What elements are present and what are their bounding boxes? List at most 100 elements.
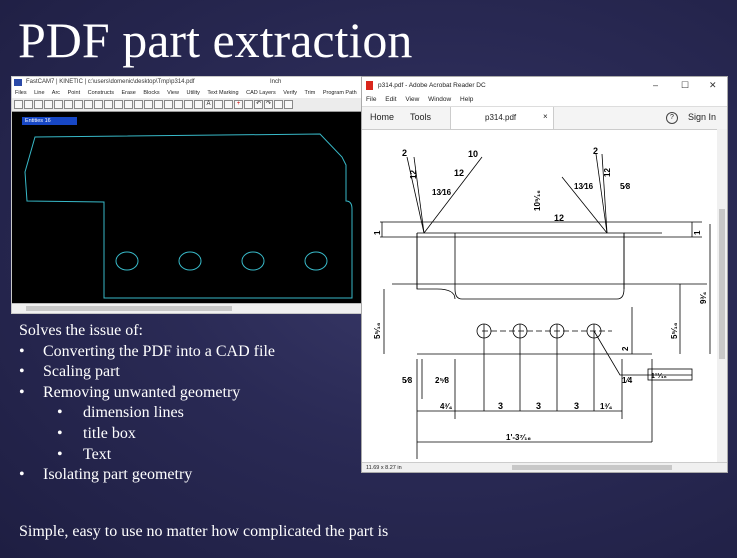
tab-document-label: p314.pdf [485, 113, 517, 122]
zoom-icon[interactable] [244, 100, 253, 109]
mirror-icon[interactable] [154, 100, 163, 109]
text-icon[interactable]: A [204, 100, 213, 109]
fastcam-menu-trim[interactable]: Trim [304, 90, 316, 96]
fastcam-menu-blocks[interactable]: Blocks [143, 90, 160, 96]
sign-in-button[interactable]: Sign In [688, 112, 717, 122]
fastcam-horizontal-scrollbar[interactable] [12, 303, 362, 313]
polyline-icon[interactable] [114, 100, 123, 109]
acrobat-menu-file[interactable]: File [366, 96, 377, 103]
pan-icon[interactable] [274, 100, 283, 109]
fastcam-window: FastCAM7 | KINETIC | c:\users\domenic\de… [11, 76, 363, 314]
save-icon[interactable] [34, 100, 43, 109]
new-file-icon[interactable] [14, 100, 23, 109]
tab-document[interactable]: p314.pdf × [450, 107, 554, 129]
add-point-icon[interactable]: + [234, 100, 243, 109]
dim-bottom-total: 1'-3⁷⁄₁₆ [506, 433, 531, 442]
select-icon[interactable] [64, 100, 73, 109]
dim-top-right-2: 2 [593, 146, 598, 156]
dim-bottom-4-3-4: 4³⁄₄ [440, 402, 452, 411]
part-hole-3 [241, 251, 265, 271]
undo-icon[interactable]: ↶ [254, 100, 263, 109]
fastcam-scroll-thumb[interactable] [26, 306, 232, 311]
acrobat-menu-window[interactable]: Window [428, 96, 452, 103]
sub-bullet-item: dimension lines [19, 403, 275, 424]
dim-top-right-5-8: 5⁄8 [620, 182, 631, 191]
sub-bullet-item: title box [19, 424, 275, 445]
tab-tools[interactable]: Tools [410, 112, 432, 122]
fastcam-menu-point[interactable]: Point [67, 90, 81, 96]
acrobat-title-text: p314.pdf - Adobe Acrobat Reader DC [378, 82, 486, 89]
open-folder-icon[interactable] [24, 100, 33, 109]
fillet-icon[interactable] [134, 100, 143, 109]
fastcam-menu-view[interactable]: View [167, 90, 179, 96]
fastcam-menu-cad-layers[interactable]: CAD Layers [246, 90, 276, 96]
arc-icon[interactable] [104, 100, 113, 109]
measure-icon[interactable] [214, 100, 223, 109]
closing-statement: Simple, easy to use no matter how compli… [19, 523, 389, 540]
fastcam-title-text: FastCAM7 | KINETIC | c:\users\domenic\de… [26, 79, 195, 85]
rectangle-icon[interactable] [74, 100, 83, 109]
maximize-icon[interactable]: ☐ [681, 80, 690, 90]
layer-icon[interactable] [224, 100, 233, 109]
extend-icon[interactable] [194, 100, 203, 109]
drawing-part-lower [416, 233, 456, 300]
fastcam-canvas[interactable] [12, 112, 362, 303]
dim-left-1: 1 [373, 230, 382, 235]
dim-right-2: 2 [621, 346, 630, 351]
redo-icon[interactable]: ↷ [264, 100, 273, 109]
acrobat-window: p314.pdf - Adobe Acrobat Reader DC – ☐ ✕… [361, 76, 728, 473]
part-outline [24, 133, 353, 299]
line-icon[interactable] [84, 100, 93, 109]
dim-bottom-1-4: 1⁄4 [622, 376, 633, 385]
acrobat-menu-edit[interactable]: Edit [385, 96, 397, 103]
fastcam-menu-utility[interactable]: Utility [186, 90, 200, 96]
offset-icon[interactable] [144, 100, 153, 109]
dim-top-right-12: 12 [603, 168, 612, 177]
dim-top-right-10-5-16: 10⁵⁄₁₆ [533, 190, 542, 211]
print-icon[interactable] [44, 100, 53, 109]
part-hole-4 [304, 251, 328, 271]
acrobat-hscroll-thumb[interactable] [512, 465, 672, 470]
grid-icon[interactable] [54, 100, 63, 109]
acrobat-vscroll-thumb[interactable] [719, 209, 725, 359]
drawing-part-upper [417, 232, 625, 300]
page-size-readout: 11.69 x 8.27 in [366, 465, 402, 471]
zoom-window-icon[interactable] [284, 100, 293, 109]
fastcam-menu-constructs[interactable]: Constructs [87, 90, 114, 96]
chamfer-icon[interactable] [124, 100, 133, 109]
dim-top-right-12b: 12 [554, 213, 564, 223]
fastcam-menu-files[interactable]: Files [15, 90, 27, 96]
fastcam-titlebar: FastCAM7 | KINETIC | c:\users\domenic\de… [12, 77, 362, 88]
trim-icon[interactable] [184, 100, 193, 109]
circle-icon[interactable] [94, 100, 103, 109]
acrobat-menubar: File Edit View Window Help [362, 94, 727, 106]
acrobat-menu-help[interactable]: Help [460, 96, 474, 103]
help-icon[interactable]: ? [666, 112, 678, 124]
acrobat-statusbar: 11.69 x 8.27 in [362, 462, 727, 472]
fastcam-menu-erase[interactable]: Erase [121, 90, 136, 96]
dim-right-9-3-4: 9³⁄₄ [699, 292, 708, 304]
fastcam-units: Inch [270, 79, 282, 85]
bullet-item: Scaling part [19, 362, 275, 383]
pdf-file-icon [366, 81, 373, 90]
fastcam-menu-arc[interactable]: Arc [51, 90, 61, 96]
rotate-icon[interactable] [164, 100, 173, 109]
fastcam-menu-verify[interactable]: Verify [283, 90, 298, 96]
fastcam-menu-text-marking[interactable]: Text Marking [207, 90, 239, 96]
dim-bottom-3b: 3 [536, 401, 541, 411]
slide-title: PDF part extraction [18, 12, 413, 68]
dim-top-left-13-16: 13⁄16 [432, 188, 452, 197]
fastcam-menu-line[interactable]: Line [34, 90, 45, 96]
fastcam-menu-program-path[interactable]: Program Path [322, 90, 357, 96]
dim-bottom-5-8: 5⁄8 [402, 376, 413, 385]
dim-top-left-12: 12 [409, 170, 418, 179]
scale-icon[interactable] [174, 100, 183, 109]
acrobat-menu-view[interactable]: View [405, 96, 420, 103]
acrobat-vertical-scrollbar[interactable] [717, 129, 727, 462]
tab-home[interactable]: Home [370, 112, 395, 122]
dim-bottom-1-3-4: 1³⁄₄ [600, 402, 612, 411]
minimize-icon[interactable]: – [653, 80, 659, 90]
close-window-icon[interactable]: ✕ [709, 80, 717, 90]
close-tab-icon[interactable]: × [543, 112, 548, 121]
dim-bottom-2-5-8: 2⁵⁄8 [435, 376, 450, 385]
